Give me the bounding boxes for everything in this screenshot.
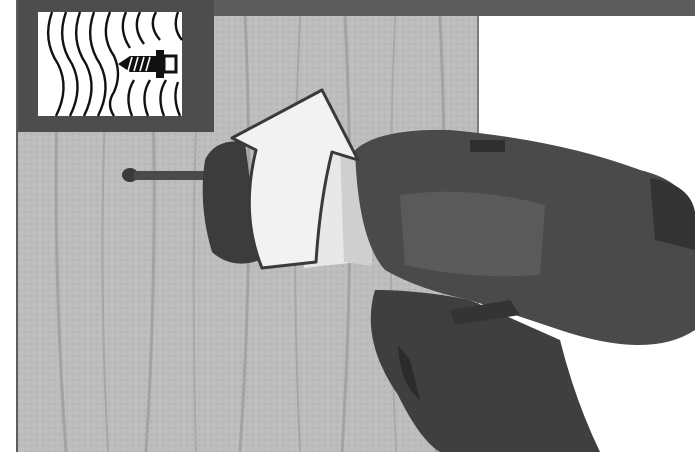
inset-badge [18, 0, 214, 132]
wood-grain-screw-icon [18, 0, 214, 132]
